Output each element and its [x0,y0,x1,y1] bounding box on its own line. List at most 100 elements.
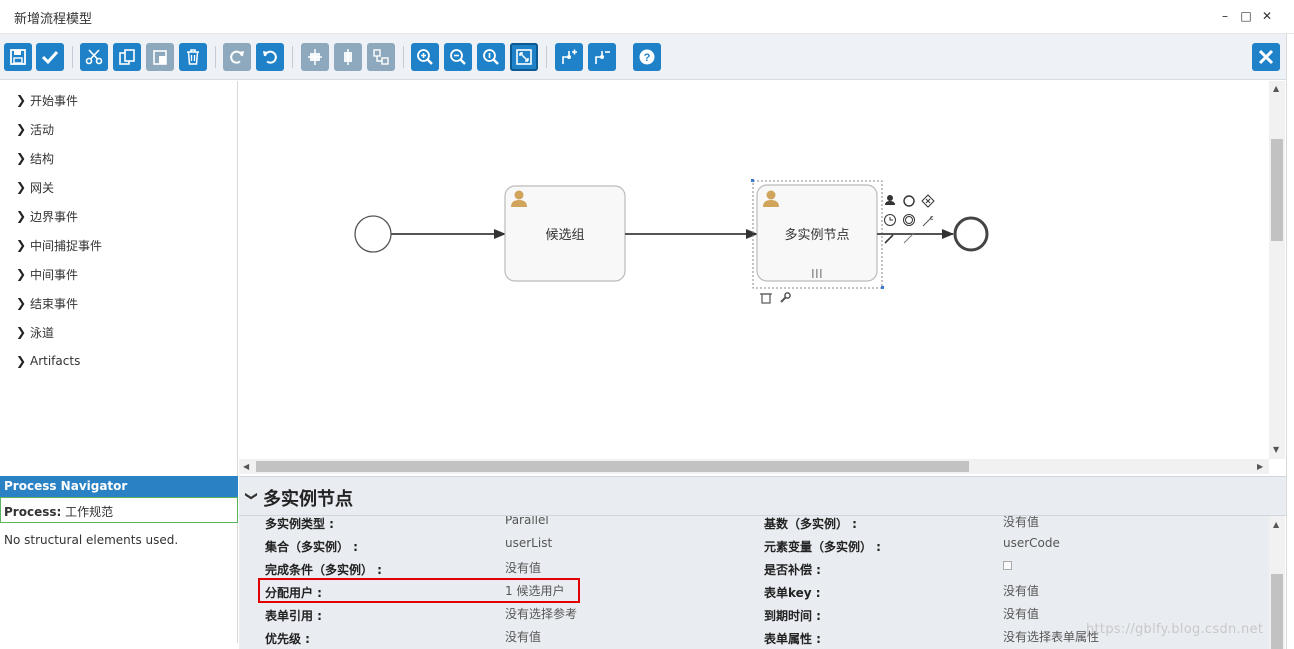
property-value[interactable]: 没有选择表单属性 [1003,630,1100,644]
help-button[interactable]: ? [633,43,661,71]
close-editor-button[interactable] [1252,43,1280,71]
undo-button[interactable] [256,43,284,71]
zoom-out-icon [450,49,466,65]
scroll-right-arrow-icon[interactable]: ▶ [1257,462,1264,471]
chevron-right-icon: ❯ [16,122,27,136]
quick-add-timer-event-icon[interactable] [884,214,896,226]
property-row: 表单引用 : 没有选择参考 到期时间 : 没有值 [239,604,1269,627]
quick-add-user-task-icon[interactable] [885,195,895,205]
property-value[interactable]: 没有值 [1003,516,1040,529]
copy-button[interactable] [113,43,141,71]
palette-item-intermediate-events[interactable]: ❯中间事件 [16,265,78,283]
user-task-multi-instance[interactable] [756,184,878,282]
quick-add-gateway-icon[interactable] [921,194,935,208]
wrench-icon[interactable] [780,292,791,303]
svg-text:?: ? [644,52,651,64]
highlight-annotation-box [258,578,580,603]
scroll-left-arrow-icon[interactable]: ◀ [243,462,250,471]
property-value[interactable]: 没有选择参考 [505,607,578,621]
property-value[interactable]: 没有值 [1003,607,1040,621]
property-row: 分配用户 : 1 候选用户 表单key : 没有值 [239,581,1269,604]
watermark: https://gblfy.blog.csdn.net [1086,622,1264,637]
align-horizontal-button[interactable] [334,43,362,71]
palette-item-artifacts[interactable]: ❯Artifacts [16,352,80,370]
toolbar-separator [292,46,293,68]
process-navigator-header: Process Navigator [0,476,238,497]
property-value[interactable]: Parallel [505,516,549,527]
window-title: 新增流程模型 [14,12,93,27]
scroll-down-arrow-icon[interactable]: ▼ [1273,445,1280,454]
close-editor-icon [1258,49,1274,65]
diagram-canvas[interactable]: c 候选组 多实例节点 [239,81,1269,459]
palette-item-label: 网关 [30,180,55,195]
minimize-icon[interactable]: – [1222,9,1228,23]
palette-item-swimlanes[interactable]: ❯泳道 [16,323,54,341]
palette-item-activities[interactable]: ❯活动 [16,120,54,138]
delete-button[interactable] [179,43,207,71]
palette-item-end-events[interactable]: ❯结束事件 [16,294,78,312]
property-panel-title: 多实例节点 [263,489,353,510]
chevron-down-icon[interactable]: ❯ [245,490,260,502]
chevron-right-icon: ❯ [16,180,27,194]
scrollbar-thumb[interactable] [256,461,969,472]
quick-connect-flow-icon[interactable]: c [922,215,934,227]
palette-item-structural[interactable]: ❯结构 [16,149,54,167]
canvas-horizontal-scrollbar[interactable]: ◀ ▶ [239,459,1269,474]
property-value[interactable]: 没有值 [505,630,542,644]
zoom-out-button[interactable] [444,43,472,71]
property-row: 多实例类型 : Parallel 基数（多实例） : 没有值 [239,516,1269,535]
process-label: Process: [4,505,62,519]
navigator-empty-text: No structural elements used. [4,533,179,547]
scroll-up-arrow-icon[interactable]: ▲ [1273,84,1280,93]
selection-handle[interactable] [751,179,754,182]
user-task-candidate-group[interactable] [504,185,626,282]
save-button[interactable] [4,43,32,71]
palette-item-start-events[interactable]: ❯开始事件 [16,91,78,109]
cut-button[interactable] [80,43,108,71]
zoom-in-button[interactable] [411,43,439,71]
start-event[interactable] [354,215,392,253]
property-panel: 多实例类型 : Parallel 基数（多实例） : 没有值 集合（多实例） :… [239,516,1269,649]
scrollbar-thumb[interactable] [1271,139,1283,241]
validate-icon [41,50,59,65]
align-vertical-button[interactable] [301,43,329,71]
quick-connect-arrow-icon[interactable] [884,234,894,244]
compensation-checkbox[interactable] [1003,561,1012,570]
maximize-icon[interactable]: □ [1240,9,1252,23]
zoom-fit-button[interactable] [510,43,538,71]
property-value[interactable]: 1 候选用户 [505,584,565,598]
redo-button[interactable] [223,43,251,71]
same-size-button[interactable] [367,43,395,71]
add-bendpoint-button[interactable] [555,43,583,71]
process-navigator-process[interactable]: Process: 工作规范 [0,497,238,523]
property-value[interactable]: userCode [1003,536,1060,550]
palette-item-label: 结束事件 [30,296,79,311]
scroll-up-arrow-icon[interactable]: ▲ [1273,520,1280,529]
toolbar-separator [403,46,404,68]
palette-item-gateways[interactable]: ❯网关 [16,178,54,196]
window-close-icon[interactable]: ✕ [1261,9,1273,23]
validate-button[interactable] [36,43,64,71]
property-panel-scrollbar[interactable]: ▲ [1269,516,1285,649]
paste-button[interactable] [146,43,174,71]
property-value[interactable]: 没有值 [1003,584,1040,598]
selection-handle[interactable] [881,286,884,289]
process-name: 工作规范 [65,505,114,519]
chevron-right-icon: ❯ [16,354,27,368]
end-event[interactable] [953,216,989,252]
property-value[interactable]: 没有值 [505,561,542,575]
trash-icon[interactable] [760,293,772,304]
quick-add-end-event-icon[interactable] [903,195,915,207]
property-value[interactable]: userList [505,536,553,550]
property-panel-header[interactable]: ❯ 多实例节点 [239,476,1286,516]
palette-item-boundary-events[interactable]: ❯边界事件 [16,207,78,225]
remove-bendpoint-button[interactable] [588,43,616,71]
property-label: 表单引用 : [265,609,322,623]
palette-item-label: 开始事件 [30,93,79,108]
quick-add-intermediate-event-icon[interactable] [903,214,915,226]
canvas-vertical-scrollbar[interactable]: ▲ ▼ [1269,81,1285,459]
zoom-actual-button[interactable] [477,43,505,71]
palette-item-intermediate-catch-events[interactable]: ❯中间捕捉事件 [16,236,102,254]
quick-association-icon[interactable] [903,232,915,244]
scrollbar-thumb[interactable] [1271,574,1283,649]
